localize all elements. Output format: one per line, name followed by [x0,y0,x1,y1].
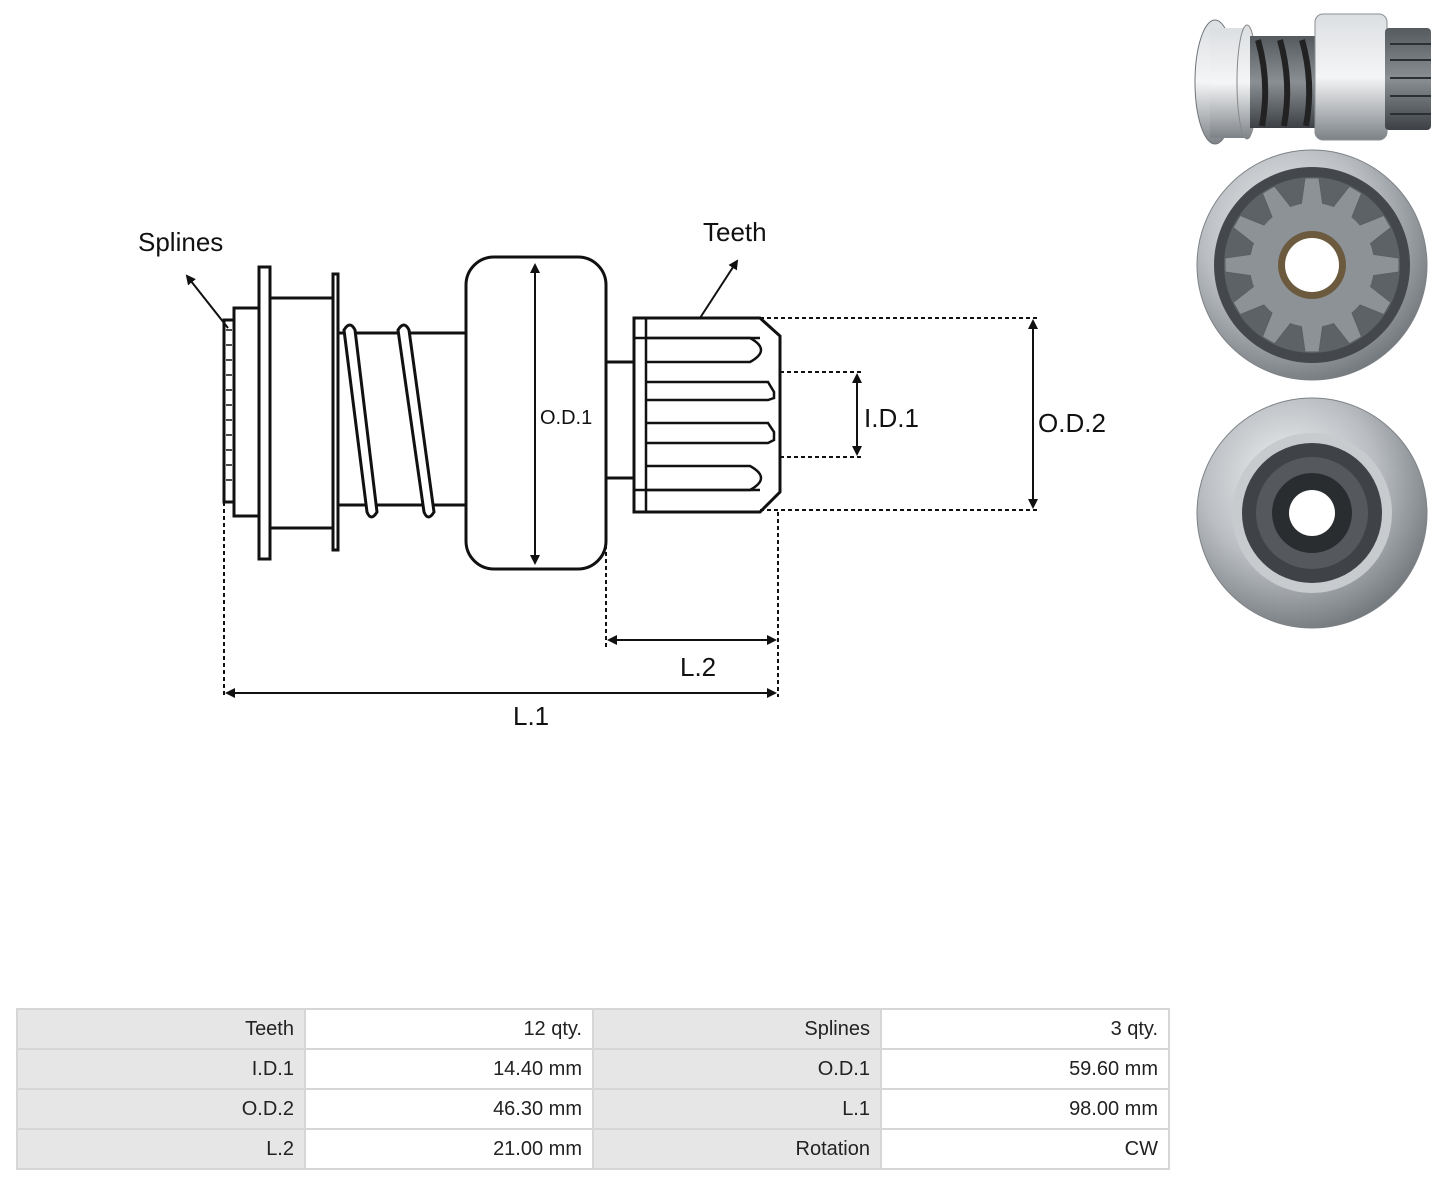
od2-label: O.D.2 [1038,408,1106,438]
spec-label: O.D.1 [592,1048,882,1090]
spring [342,323,436,519]
l1-label: L.1 [513,701,549,731]
starter-drive-side-photo-icon [1194,13,1431,145]
pinion-teeth-lines [634,318,776,512]
spec-label: L.2 [16,1128,306,1170]
end-collar [232,306,261,518]
spec-label: Rotation [592,1128,882,1170]
spec-value: 98.00 mm [880,1088,1170,1130]
spec-label: Splines [592,1008,882,1050]
spec-value: 46.30 mm [304,1088,594,1130]
spec-value: CW [880,1128,1170,1170]
specifications-table: Teeth 12 qty. Splines 3 qty. I.D.1 14.40… [16,1008,1170,1170]
splines-leader [185,274,229,329]
table-row: I.D.1 14.40 mm O.D.1 59.60 mm [16,1048,1170,1090]
spec-label: L.1 [592,1088,882,1130]
teeth-label: Teeth [703,217,767,247]
table-row: L.2 21.00 mm Rotation CW [16,1128,1170,1170]
flange-1 [257,265,272,561]
spec-label: Teeth [16,1008,306,1050]
hub-body [268,296,335,530]
spec-value: 59.60 mm [880,1048,1170,1090]
spec-value: 3 qty. [880,1008,1170,1050]
l2-label: L.2 [680,652,716,682]
pinion-front-view-photo-icon [1196,149,1428,381]
spec-value: 21.00 mm [304,1128,594,1170]
pinion-neck [604,360,636,480]
spline-serrations [226,329,232,481]
id1-label: I.D.1 [864,403,919,433]
dimension-lines [185,259,1038,698]
teeth-leader [699,259,739,319]
table-row: O.D.2 46.30 mm L.1 98.00 mm [16,1088,1170,1130]
spec-label: I.D.1 [16,1048,306,1090]
spec-value: 14.40 mm [304,1048,594,1090]
splines-label: Splines [138,227,223,257]
od1-label: O.D.1 [540,407,592,429]
clutch-rear-view-photo-icon [1196,397,1428,629]
spec-value: 12 qty. [304,1008,594,1050]
table-row: Teeth 12 qty. Splines 3 qty. [16,1008,1170,1050]
spec-label: O.D.2 [16,1088,306,1130]
part-outline [222,255,782,571]
